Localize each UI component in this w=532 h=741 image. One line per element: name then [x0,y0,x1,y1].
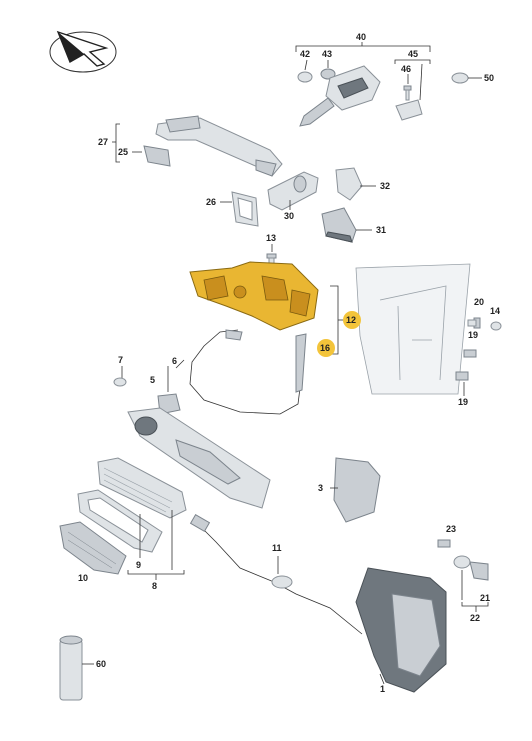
callout-3: 3 [318,483,323,493]
callout-45: 45 [408,49,418,59]
striker-21 [453,555,489,581]
callout-labels: 40 42 43 45 46 50 27 25 26 30 32 31 13 1… [78,32,500,694]
bolt-19-upper [463,349,477,358]
door-handle [155,115,283,177]
bolt-23 [437,539,451,548]
callout-5: 5 [150,375,155,385]
callout-31: 31 [376,225,386,235]
cap-43 [320,60,336,80]
bolt-20 [467,317,481,329]
bezel-5 [157,366,181,415]
interior-handle [127,407,271,509]
gasket-26 [220,191,259,227]
door-panel [355,263,471,395]
callout-60: 60 [96,659,106,669]
callout-43: 43 [322,49,332,59]
end-cap-32 [335,167,376,201]
orientation-logo [49,30,117,73]
cover-cap-45 [395,63,423,121]
leader-6 [175,359,185,369]
door-lock-actuator-1 [355,567,447,693]
callout-6: 6 [172,356,177,366]
callout-9: 9 [136,560,141,570]
end-cap-31 [321,207,372,243]
lock-bracket-3 [330,457,381,523]
callout-50: 50 [484,73,494,83]
callout-26: 26 [206,197,216,207]
callout-30: 30 [284,211,294,221]
bracket-40 [295,42,431,64]
cable-11 [189,513,363,635]
screw-46 [403,74,412,101]
callout-16-highlight: 16 [317,339,335,357]
washer-7 [113,366,127,387]
trim-frame-9 [77,489,163,553]
callout-40: 40 [356,32,366,42]
lock-cylinder-30 [267,171,319,211]
cover-10 [59,521,127,575]
callout-19-upper: 19 [468,330,478,340]
callout-22: 22 [470,613,480,623]
callout-12-highlight: 12 [343,311,361,329]
callout-23: 23 [446,524,456,534]
nut-14 [490,321,502,331]
callout-16: 16 [320,343,330,353]
callout-25: 25 [118,147,128,157]
callout-12: 12 [346,315,356,325]
callout-14: 14 [490,306,500,316]
callout-7: 7 [118,355,123,365]
bracket-27 [112,123,120,163]
bolt-19-lower [455,371,469,396]
callout-8: 8 [152,581,157,591]
release-cables [189,329,307,415]
callout-27: 27 [98,137,108,147]
callout-46: 46 [401,64,411,74]
handle-carrier [189,261,319,331]
callout-13: 13 [266,233,276,243]
bracket-22 [461,570,489,612]
callout-21: 21 [480,593,490,603]
callout-20: 20 [474,297,484,307]
cap-42 [297,59,313,83]
key-fob [299,65,381,127]
callout-19-lower: 19 [458,397,468,407]
callout-32: 32 [380,181,390,191]
bracket-8 [127,510,185,580]
callout-10: 10 [78,573,88,583]
speaker-grille [97,457,187,519]
grease-can-60 [59,635,94,701]
cap-50 [451,72,482,84]
callout-11: 11 [272,543,282,553]
callout-1: 1 [380,684,385,694]
callout-42: 42 [300,49,310,59]
handle-gasket-25 [132,145,171,167]
